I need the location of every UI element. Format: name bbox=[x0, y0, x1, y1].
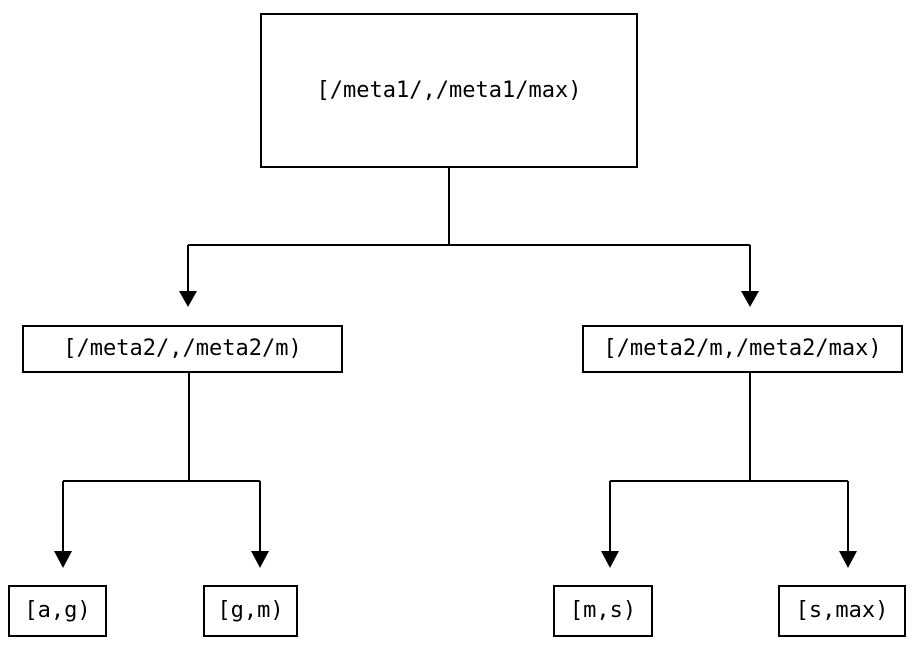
edge-line bbox=[187, 168, 751, 291]
edge-meta2-low-to-leaves bbox=[54, 373, 269, 568]
edge-meta2-high-to-leaves bbox=[601, 373, 857, 568]
arrowhead-down-icon bbox=[741, 291, 759, 307]
edge-line bbox=[609, 373, 849, 551]
arrowhead-down-icon bbox=[179, 291, 197, 307]
tree-node-meta2-low-range: [/meta2/,/meta2/m) bbox=[22, 325, 343, 373]
edge-root-to-meta2-nodes bbox=[179, 168, 759, 307]
tree-node-leaf-s-max: [s,max) bbox=[778, 585, 906, 637]
edge-line bbox=[62, 373, 261, 551]
arrowhead-down-icon bbox=[601, 551, 619, 568]
tree-node-leaf-g-m: [g,m) bbox=[203, 585, 298, 637]
arrowhead-down-icon bbox=[251, 551, 269, 568]
tree-node-meta2-high-range: [/meta2/m,/meta2/max) bbox=[582, 325, 903, 373]
tree-node-root-meta1-range: [/meta1/,/meta1/max) bbox=[260, 13, 638, 168]
arrowhead-down-icon bbox=[54, 551, 72, 568]
tree-node-leaf-a-g: [a,g) bbox=[8, 585, 107, 637]
tree-node-leaf-m-s: [m,s) bbox=[553, 585, 653, 637]
arrowhead-down-icon bbox=[839, 551, 857, 568]
